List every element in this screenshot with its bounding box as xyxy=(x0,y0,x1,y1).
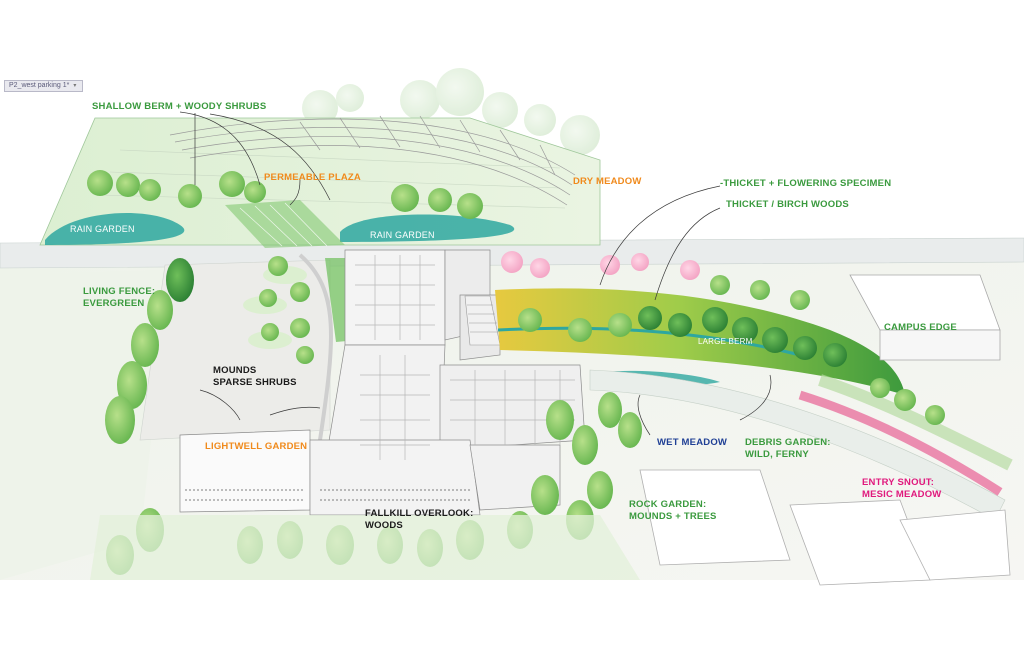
rain-garden-left xyxy=(45,213,185,245)
background-trees xyxy=(302,68,600,155)
flowering-trees xyxy=(501,251,700,280)
label-mounds-line2: SPARSE SHRUBS xyxy=(213,377,297,388)
label-mounds: MOUNDS SPARSE SHRUBS xyxy=(213,365,297,389)
label-fallkill-line2: WOODS xyxy=(365,520,403,531)
label-rock-garden-line2: MOUNDS + TREES xyxy=(629,511,717,522)
label-entry-snout: ENTRY SNOUT: MESIC MEADOW xyxy=(862,477,941,501)
label-fallkill-line1: FALLKILL OVERLOOK: xyxy=(365,508,474,519)
label-rock-garden-line1: ROCK GARDEN: xyxy=(629,499,707,510)
window-tab-label: P2_west parking 1* xyxy=(9,82,70,89)
campus-edge-trees xyxy=(870,378,945,425)
mounds xyxy=(243,256,314,364)
rain-garden-right xyxy=(340,214,515,242)
label-rock-garden: ROCK GARDEN: MOUNDS + TREES xyxy=(629,499,717,523)
lower-right-blocks xyxy=(639,469,1011,586)
label-wet-meadow: WET MEADOW xyxy=(657,437,728,448)
large-berm xyxy=(495,288,905,395)
label-large-berm: LARGE BERM xyxy=(698,337,753,346)
label-entry-snout-line1: ENTRY SNOUT: xyxy=(862,477,935,488)
berm-trees xyxy=(87,170,483,219)
leader-lines xyxy=(179,111,772,436)
left-lawn xyxy=(0,270,170,580)
left-path xyxy=(298,253,333,441)
label-permeable-plaza: PERMEABLE PLAZA xyxy=(264,172,361,183)
label-mounds-line1: MOUNDS xyxy=(213,365,257,376)
window-tab[interactable]: P2_west parking 1*▾ xyxy=(4,80,84,92)
label-shallow-berm: SHALLOW BERM + WOODY SHRUBS xyxy=(92,101,267,112)
canopy-structure xyxy=(169,115,576,206)
chevron-down-icon[interactable]: ▾ xyxy=(73,83,77,89)
label-thicket-birch: THICKET / BIRCH WOODS xyxy=(726,199,849,210)
label-rain-garden-right: RAIN GARDEN xyxy=(370,230,435,240)
label-living-fence-line2: EVERGREEN xyxy=(83,298,145,309)
label-entry-snout-line2: MESIC MEADOW xyxy=(862,489,942,500)
label-campus-edge: CAMPUS EDGE xyxy=(884,322,957,333)
label-living-fence-line1: LIVING FENCE: xyxy=(83,286,156,297)
label-lightwell-garden: LIGHTWELL GARDEN xyxy=(205,441,308,452)
label-rain-garden-left: RAIN GARDEN xyxy=(70,224,135,234)
parking-stripes xyxy=(99,149,566,209)
birch-woods xyxy=(518,275,847,367)
label-fallkill-overlook: FALLKILL OVERLOOK: WOODS xyxy=(365,508,473,532)
living-fence-trees xyxy=(105,258,194,444)
entry-snout-path xyxy=(798,390,1003,496)
label-dry-meadow: DRY MEADOW xyxy=(573,176,642,187)
label-debris-garden-line1: DEBRIS GARDEN: xyxy=(745,437,831,448)
campus-edge-strip xyxy=(818,374,1013,471)
foreground-lawn xyxy=(90,515,640,580)
label-debris-garden-line2: WILD, FERNY xyxy=(745,449,809,460)
label-living-fence: LIVING FENCE: EVERGREEN xyxy=(83,286,155,310)
label-thicket-flowering: -THICKET + FLOWERING SPECIMEN xyxy=(720,178,892,189)
label-debris-garden: DEBRIS GARDEN: WILD, FERNY xyxy=(745,437,831,461)
permeable-plaza xyxy=(225,200,345,248)
entry-road xyxy=(589,369,1006,521)
